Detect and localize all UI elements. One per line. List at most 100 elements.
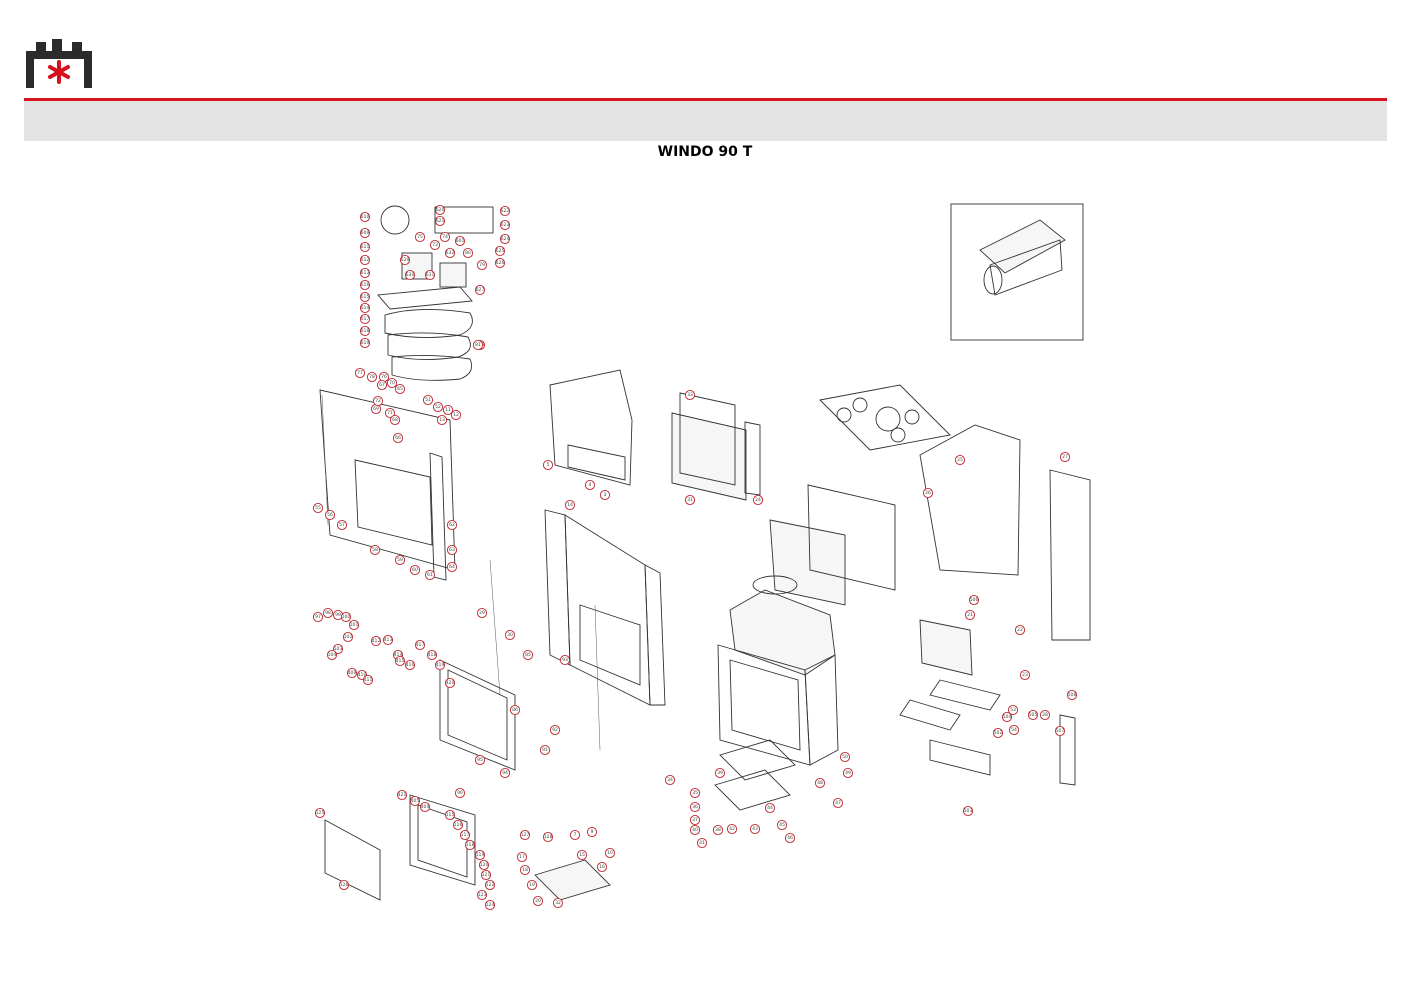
callout-46: 46: [784, 832, 796, 844]
callout-29: 29: [476, 607, 488, 619]
callout-116: 116: [452, 819, 464, 831]
callout-label: 57: [339, 522, 345, 528]
assembly-right-panels: [769, 424, 1091, 641]
callout-label: 81: [475, 342, 481, 348]
callout-4: 4: [584, 479, 596, 491]
callout-label: 124: [486, 902, 495, 908]
callout-11: 11: [442, 404, 454, 416]
callout-label: 610: [361, 214, 370, 220]
callout-125: 125: [314, 807, 326, 819]
callout-409: 409: [346, 667, 358, 679]
callout-419: 419: [434, 659, 446, 671]
callout-label: 96: [457, 790, 463, 796]
assembly-top-left: [377, 205, 494, 381]
callout-label: 18: [522, 867, 528, 873]
callout-label: 421: [398, 792, 407, 798]
callout-415: 415: [394, 655, 406, 667]
callout-629: 629: [399, 254, 411, 266]
callout-630: 630: [404, 269, 416, 281]
callout-42: 42: [726, 823, 738, 835]
callout-label: 623: [501, 222, 510, 228]
callout-86: 86: [509, 704, 521, 716]
callout-label: 24: [755, 497, 761, 503]
callout-43: 43: [749, 823, 761, 835]
assembly-left-panel: [319, 389, 456, 581]
callout-label: 97: [315, 614, 321, 620]
callout-label: 49: [845, 770, 851, 776]
callout-26: 26: [922, 487, 934, 499]
callout-label: 618: [361, 328, 370, 334]
callout-label: 68: [392, 417, 398, 423]
callout-label: 80: [465, 250, 471, 256]
callout-68: 68: [389, 414, 401, 426]
callout-126: 126: [338, 879, 350, 891]
callout-label: 67: [379, 382, 385, 388]
assembly-inset-detail: [950, 203, 1084, 341]
callout-label: 619: [361, 340, 370, 346]
callout-76: 76: [378, 371, 390, 383]
callout-label: 47: [835, 800, 841, 806]
callout-56: 56: [324, 509, 336, 521]
callout-18: 18: [519, 864, 531, 876]
callout-label: 99: [335, 612, 341, 618]
callout-label: 103: [334, 646, 343, 652]
callout-73: 73: [429, 239, 441, 251]
callout-412: 412: [370, 635, 382, 647]
logo-star-icon: [48, 60, 70, 84]
callout-label: 31: [687, 497, 693, 503]
assembly-bottom-drawer: [534, 739, 796, 901]
callout-label: 86: [512, 707, 518, 713]
callout-label: 50: [842, 754, 848, 760]
assembly-firebox: [717, 575, 839, 766]
callout-label: 122: [486, 882, 495, 888]
callout-label: 617: [361, 316, 370, 322]
callout-label: 7: [574, 832, 577, 838]
callout-78: 78: [366, 371, 378, 383]
callout-31: 31: [684, 494, 696, 506]
exploded-parts-diagram: 6106096116126136166156146176186196206216…: [312, 203, 1091, 911]
callout-119: 119: [474, 849, 486, 861]
callout-label: 36: [692, 804, 698, 810]
callout-label: 94: [502, 770, 508, 776]
callout-label: 100: [342, 614, 351, 620]
callout-58: 58: [369, 544, 381, 556]
callout-59: 59: [394, 554, 406, 566]
callout-127: 127: [519, 829, 531, 841]
callout-404: 404: [419, 801, 431, 813]
callout-613: 613: [359, 267, 371, 279]
assembly-right-lower: [899, 619, 1076, 786]
callout-label: 25: [957, 457, 963, 463]
callout-75: 75: [414, 231, 426, 243]
callout-37: 37: [689, 814, 701, 826]
callout-30: 30: [504, 629, 516, 641]
callout-label: 419: [436, 662, 445, 668]
callout-label: 59: [397, 557, 403, 563]
callout-label: 92: [552, 727, 558, 733]
callout-85: 85: [522, 649, 534, 661]
callout-label: 28: [1042, 712, 1048, 718]
callout-label: 418: [428, 652, 437, 658]
callout-label: 76: [381, 374, 387, 380]
callout-label: 22: [1017, 627, 1023, 633]
callout-103: 103: [332, 643, 344, 655]
callout-420: 420: [444, 677, 456, 689]
callout-label: 21: [967, 612, 973, 618]
callout-label: 4: [589, 482, 592, 488]
callout-12: 12: [450, 409, 462, 421]
callout-label: 15: [579, 852, 585, 858]
callout-label: 630: [406, 272, 415, 278]
callout-label: 609: [361, 230, 370, 236]
callout-label: 410: [358, 672, 367, 678]
callout-label: 73: [432, 242, 438, 248]
logo-mark-icon: [26, 39, 92, 88]
callout-411: 411: [362, 674, 374, 686]
callout-label: 416: [406, 662, 415, 668]
header-band: [24, 101, 1387, 141]
callout-49: 49: [842, 767, 854, 779]
callout-label: 9: [591, 829, 594, 835]
callout-label: 16: [599, 864, 605, 870]
callout-label: 29: [479, 610, 485, 616]
callout-label: 127: [521, 832, 530, 838]
callout-label: 415: [396, 658, 405, 664]
callout-label: 53: [1010, 707, 1016, 713]
